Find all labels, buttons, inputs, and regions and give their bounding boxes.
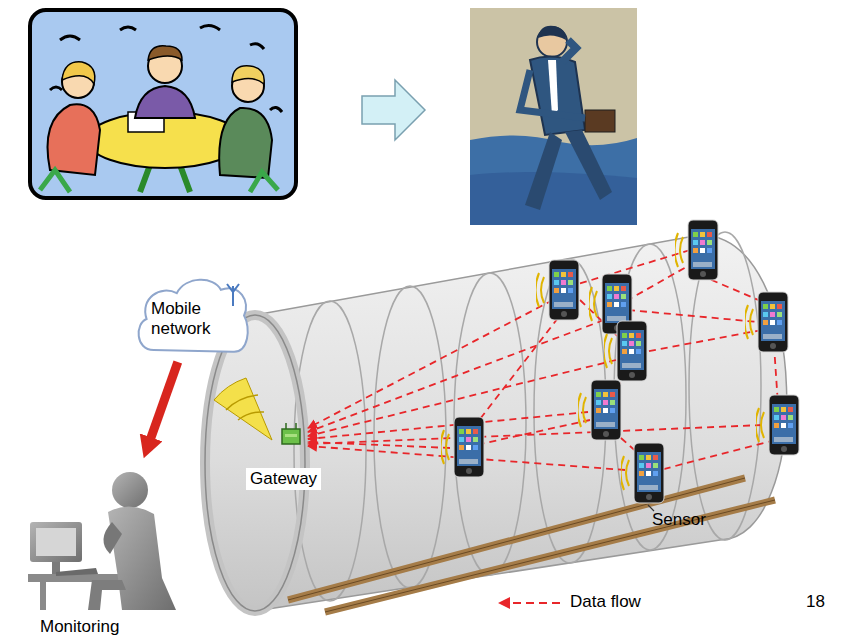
transition-arrow	[362, 80, 425, 140]
part-label: Sensor	[652, 510, 706, 530]
cloud-node: Mobile network	[135, 276, 251, 362]
monitoring-node: Monitoring	[26, 460, 196, 641]
node-label: Monitoring	[40, 617, 119, 637]
radio-waves	[214, 378, 272, 440]
monitoring-figure	[26, 460, 196, 610]
sensor-phones	[441, 220, 800, 503]
page-number: 18	[806, 592, 825, 612]
data-flow-lines	[308, 250, 778, 470]
gateway-node: Gateway	[246, 420, 330, 490]
node-label: Mobile network	[151, 299, 227, 340]
legend-text: Data flow	[570, 592, 641, 612]
tunnel	[205, 232, 787, 612]
node-label: Gateway	[246, 468, 321, 490]
transmission-arrow	[150, 362, 177, 439]
meeting-picture	[30, 10, 296, 198]
walking-man-picture	[470, 8, 637, 225]
gateway-icon	[246, 420, 330, 464]
legend-sample	[498, 597, 560, 609]
